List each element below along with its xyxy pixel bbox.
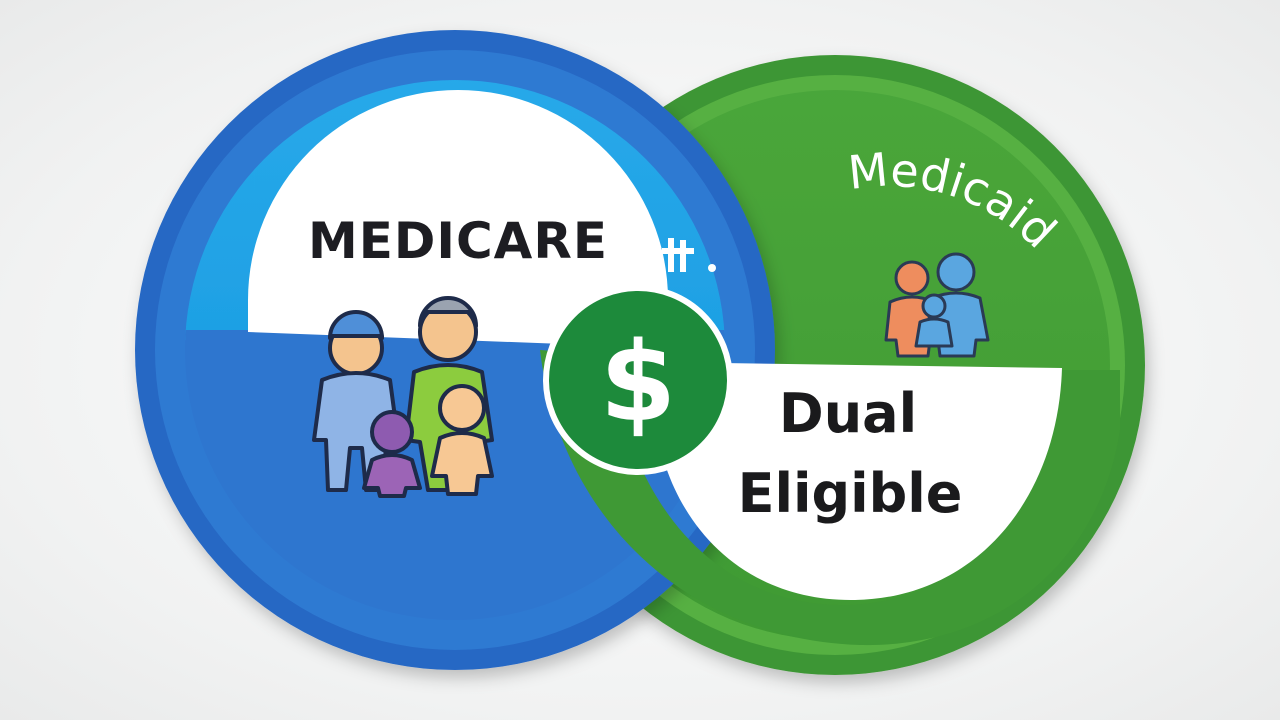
plus-mark-icon [662,238,716,272]
medicare-label: MEDICARE [308,212,608,270]
dollar-icon: $ [543,285,733,475]
medicaid-family-icon [884,252,990,358]
dual-label-line2: Eligible [738,462,963,525]
medicare-family-icon [312,296,494,498]
medicaid-ring-overlap [540,350,1120,646]
dual-label-line1: Dual [779,382,917,445]
dual-eligible-panel [655,362,1062,601]
dollar-symbol: $ [600,318,677,446]
medicare-label-panel [248,90,668,348]
